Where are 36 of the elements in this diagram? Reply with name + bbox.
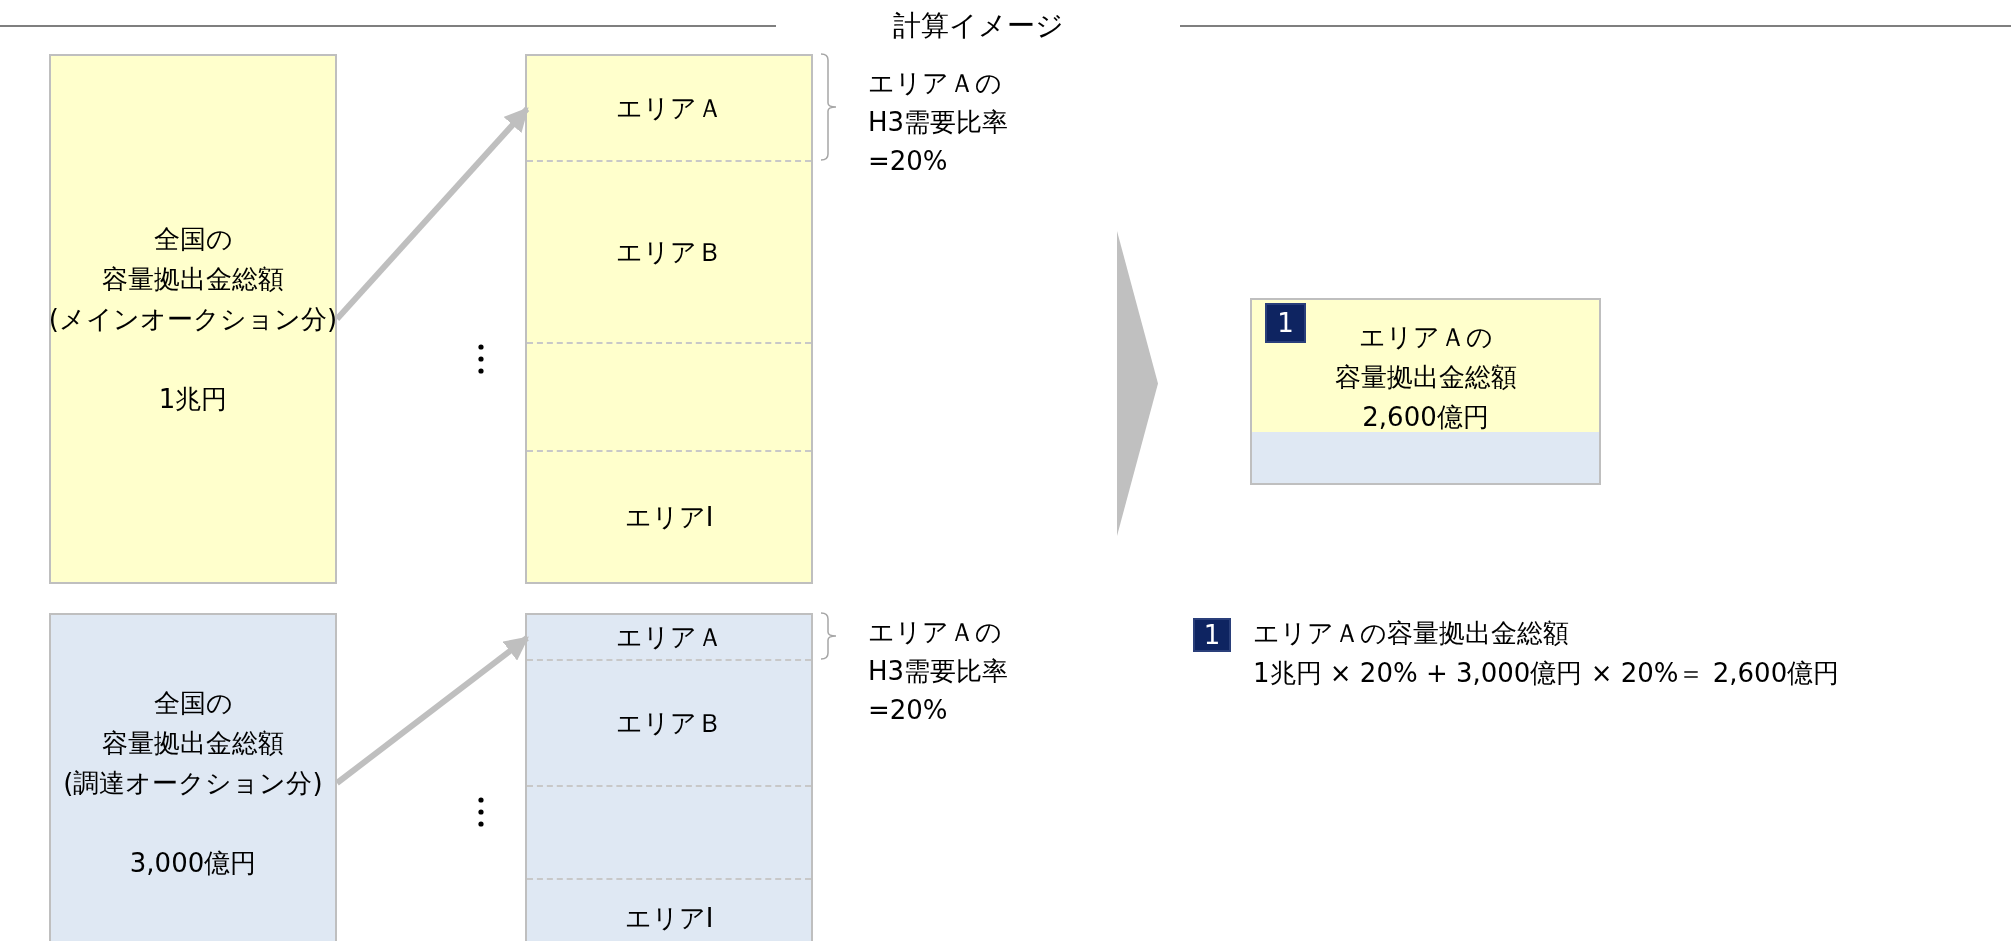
- area-column: [525, 54, 813, 584]
- formula-note: エリアＡの容量拠出金総額: [1253, 617, 1569, 650]
- box-label: エリアI: [624, 901, 714, 935]
- box-label: 全国の: [153, 687, 233, 720]
- amount-box: [49, 613, 337, 941]
- formula-note: 1兆円 × 20% + 3,000億円 × 20%＝ 2,600億円: [1253, 657, 1840, 690]
- ratio-note: =20%: [868, 145, 948, 178]
- amount-box: [49, 54, 337, 584]
- ratio-note: H3需要比率: [868, 655, 1009, 688]
- arrow: [335, 635, 529, 786]
- box-label: (調達オークション分): [63, 767, 323, 800]
- box-label: エリアI: [624, 501, 714, 534]
- heading: 計算イメージ: [893, 8, 1064, 44]
- ratio-note: H3需要比率: [868, 106, 1009, 139]
- box-label: 全国の: [153, 223, 233, 256]
- box-label: 容量拠出金総額: [1334, 360, 1517, 394]
- box-label: 1兆円: [158, 383, 228, 416]
- ratio-note: =20%: [868, 694, 948, 727]
- area-column: [525, 613, 813, 941]
- result-box: [1250, 298, 1601, 485]
- arrow: [334, 107, 530, 321]
- ratio-note: エリアＡの: [868, 67, 1002, 100]
- box-label: エリアＢ: [615, 707, 723, 740]
- box-label: エリアＡ: [615, 621, 723, 654]
- box-label: エリアＡの: [1358, 320, 1493, 354]
- box-label: 3,000億円: [129, 847, 257, 880]
- box-label: エリアＡ: [615, 92, 723, 125]
- number-badge: 1: [1265, 303, 1306, 343]
- box-label: 容量拠出金総額: [102, 263, 284, 296]
- box-label: 2,600億円: [1362, 400, 1489, 434]
- box-label: 容量拠出金総額: [102, 727, 284, 760]
- number-badge: 1: [1193, 618, 1231, 652]
- ratio-note: エリアＡの: [868, 616, 1002, 649]
- box-label: (メインオークション分): [48, 303, 338, 336]
- chevron-arrow: [1117, 231, 1158, 536]
- box-label: エリアＢ: [615, 236, 723, 269]
